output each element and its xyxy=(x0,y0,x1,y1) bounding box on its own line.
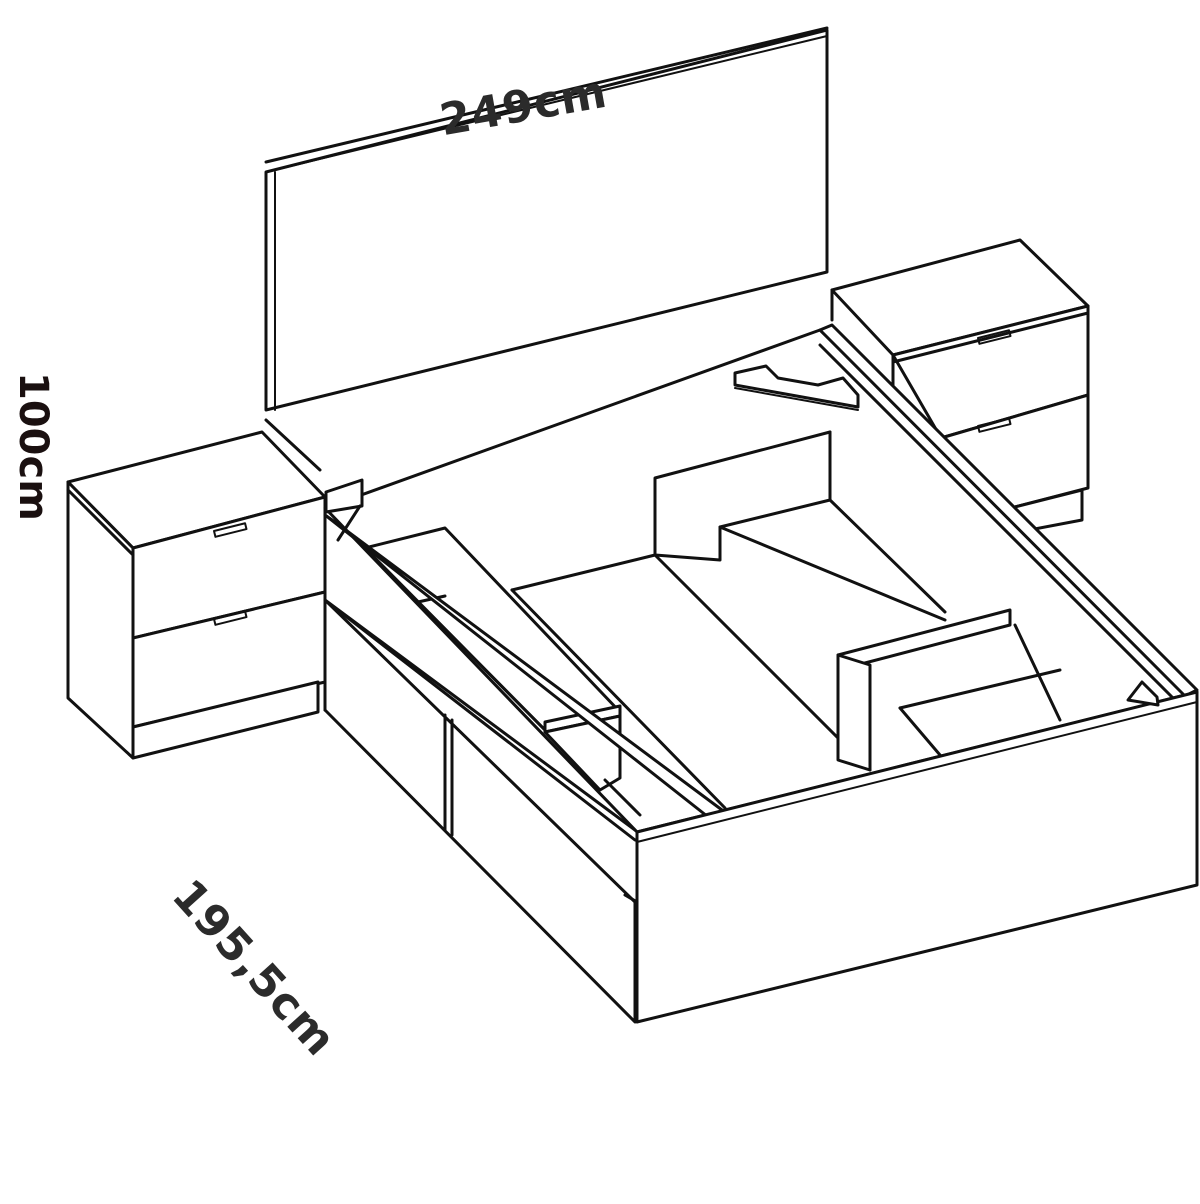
left-nightstand xyxy=(66,430,327,760)
lift-bracket-right xyxy=(733,364,860,411)
height-dimension-label: 100cm xyxy=(10,372,56,521)
headboard xyxy=(264,26,829,472)
right-nightstand xyxy=(830,238,1090,537)
right-side-rail xyxy=(818,323,1199,712)
lift-bracket-left xyxy=(324,478,364,542)
left-side-rail xyxy=(323,513,724,1024)
right-storage-compartment xyxy=(653,430,1062,772)
foot-panel xyxy=(623,690,1199,1024)
lift-bracket-foot xyxy=(1126,680,1160,707)
